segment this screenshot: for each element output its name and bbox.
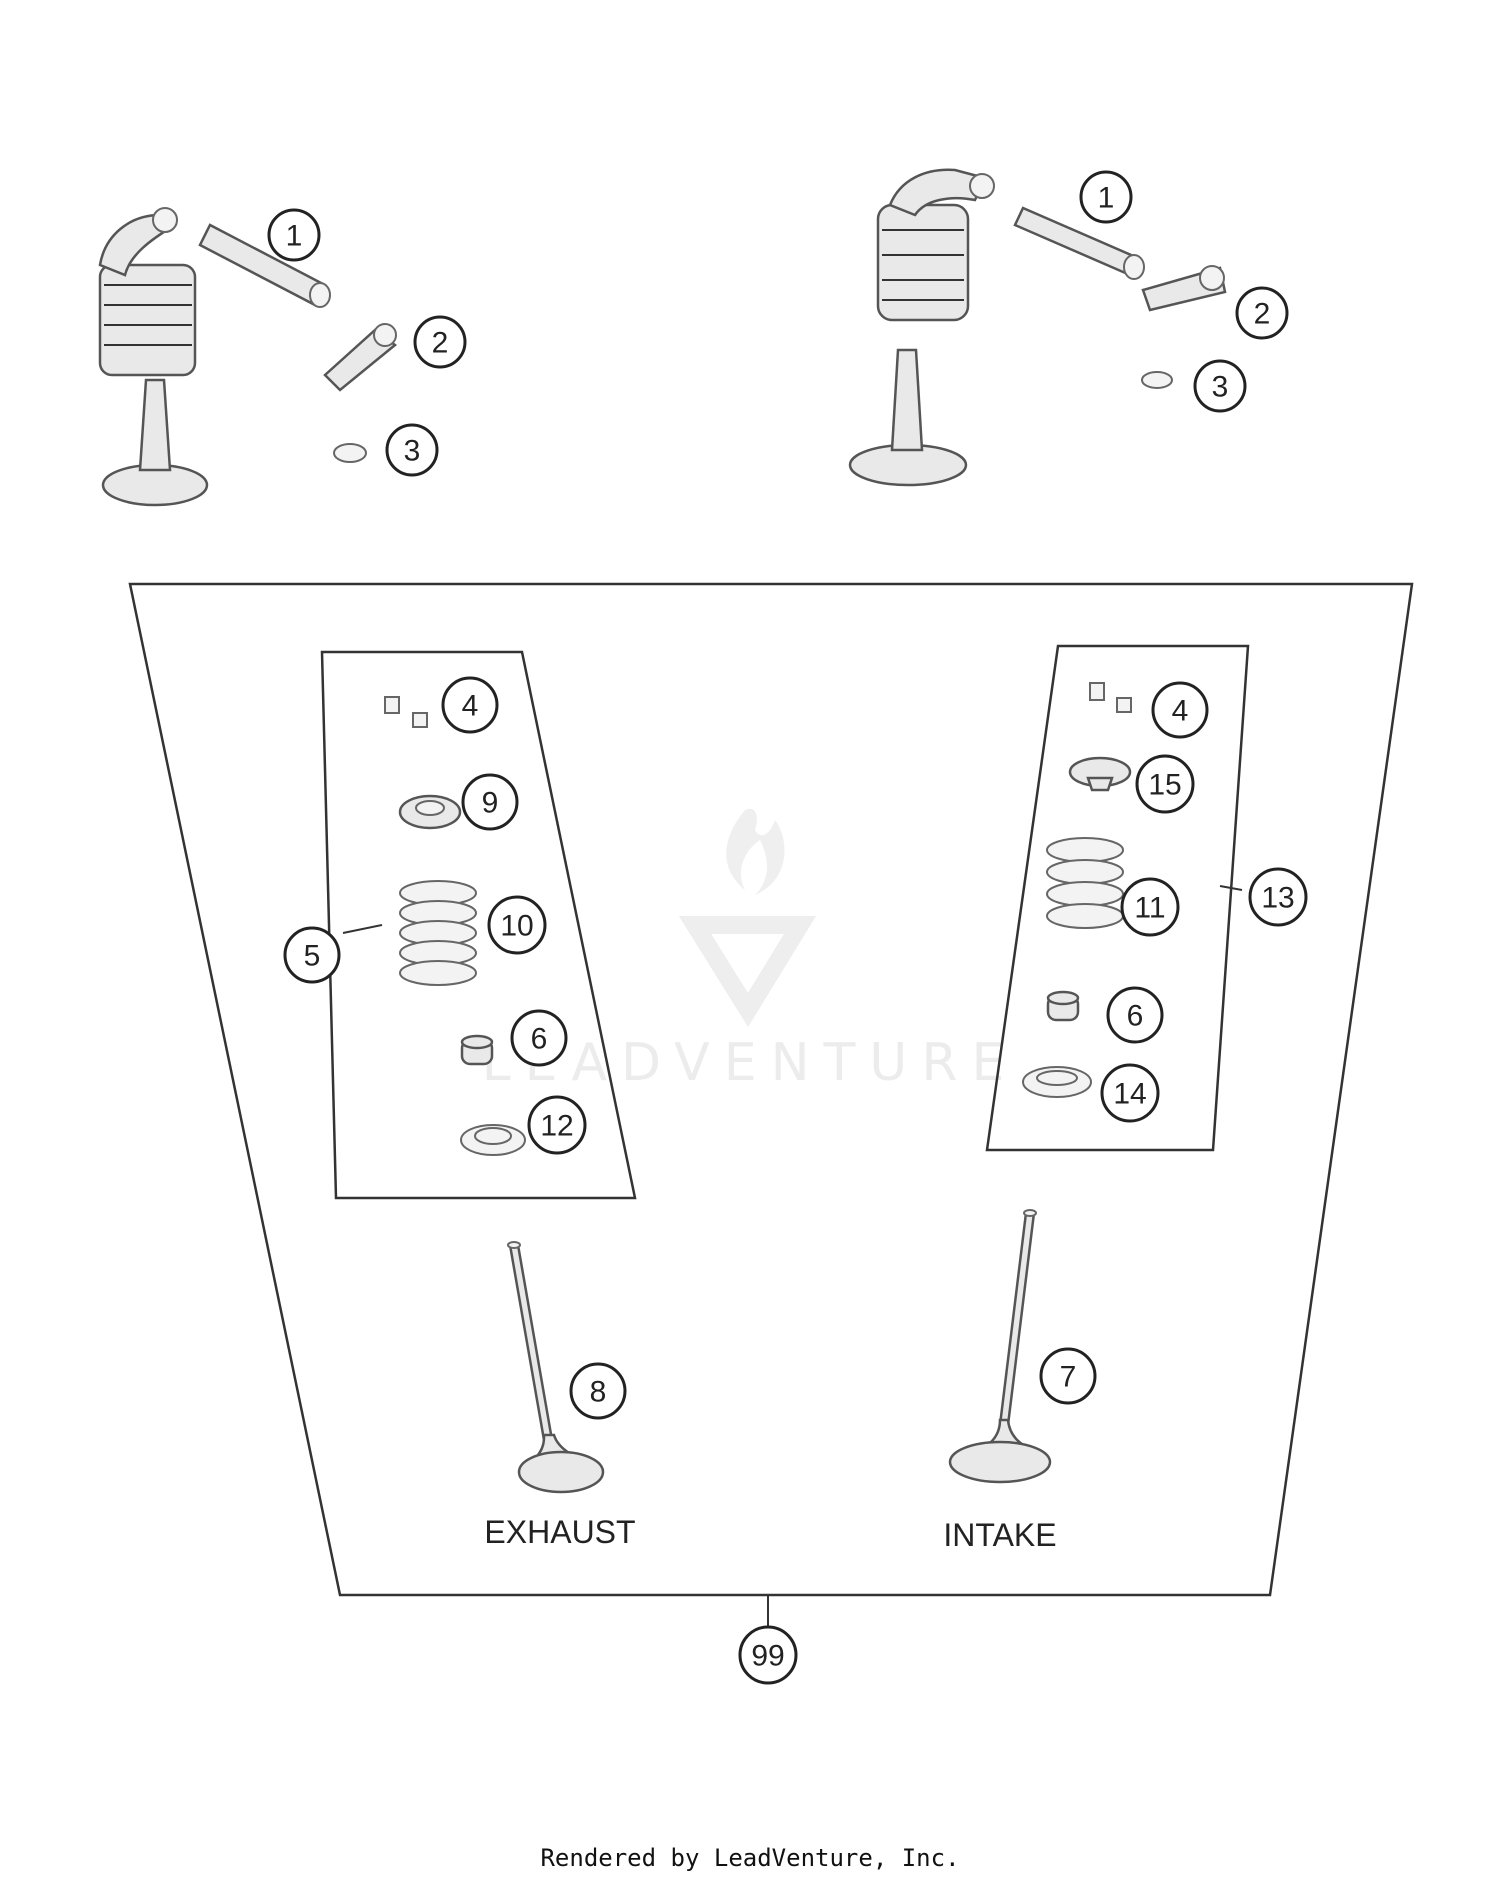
- callout-2-right[interactable]: 2: [1235, 286, 1289, 340]
- callout-3-left[interactable]: 3: [385, 423, 439, 477]
- svg-text:3: 3: [1212, 371, 1229, 404]
- svg-text:5: 5: [304, 940, 321, 973]
- valve-keeper-left-icon: [384, 696, 428, 728]
- svg-text:8: 8: [590, 1376, 607, 1409]
- svg-text:1: 1: [286, 220, 303, 253]
- leader-13: [1219, 885, 1243, 891]
- intake-valve-icon: [948, 1209, 1052, 1484]
- svg-text:10: 10: [500, 910, 533, 943]
- callout-6-left[interactable]: 6: [510, 1009, 568, 1067]
- watermark-text: LEADVENTURE: [482, 1033, 1019, 1093]
- callout-3-right[interactable]: 3: [1193, 359, 1247, 413]
- shim-right-icon: [1141, 371, 1173, 389]
- exhaust-valve-assembly-icon: [98, 207, 209, 507]
- callout-10[interactable]: 10: [487, 895, 547, 955]
- svg-text:12: 12: [540, 1110, 573, 1143]
- callout-4-right[interactable]: 4: [1151, 681, 1209, 739]
- rocker-arm-left-icon: [323, 323, 398, 392]
- valve-stem-seal-left-icon: [460, 1034, 494, 1066]
- callout-2-left[interactable]: 2: [413, 315, 467, 369]
- callout-6-right[interactable]: 6: [1106, 986, 1164, 1044]
- valve-spring-right-icon: [1046, 837, 1124, 929]
- callout-9[interactable]: 9: [461, 773, 519, 831]
- svg-text:7: 7: [1060, 1361, 1077, 1394]
- rocker-arm-right-icon: [1141, 265, 1227, 312]
- intake-label: INTAKE: [943, 1517, 1056, 1553]
- callout-13[interactable]: 13: [1248, 867, 1308, 927]
- svg-text:2: 2: [1254, 298, 1271, 331]
- valve-spring-left-icon: [399, 880, 477, 986]
- rocker-shaft-right-icon: [1013, 206, 1145, 280]
- callout-4-left[interactable]: 4: [441, 676, 499, 734]
- spring-seat-right-icon: [1022, 1066, 1092, 1098]
- leader-5: [342, 924, 383, 934]
- exhaust-valve-icon: [507, 1241, 605, 1494]
- svg-text:13: 13: [1261, 882, 1294, 915]
- callout-5[interactable]: 5: [283, 926, 341, 984]
- svg-text:6: 6: [1127, 1000, 1144, 1033]
- exhaust-label: EXHAUST: [484, 1514, 635, 1550]
- svg-text:15: 15: [1148, 769, 1181, 802]
- callout-8[interactable]: 8: [569, 1362, 627, 1420]
- callout-7[interactable]: 7: [1039, 1347, 1097, 1405]
- svg-text:9: 9: [482, 787, 499, 820]
- callout-1-right[interactable]: 1: [1079, 170, 1133, 224]
- callout-11[interactable]: 11: [1120, 877, 1180, 937]
- watermark-logo-icon: [678, 808, 817, 1028]
- callout-15[interactable]: 15: [1135, 754, 1195, 814]
- callout-99[interactable]: 99: [738, 1625, 798, 1685]
- valve-stem-seal-right-icon: [1046, 990, 1080, 1022]
- svg-text:2: 2: [432, 327, 449, 360]
- shim-left-icon: [333, 443, 367, 463]
- svg-text:1: 1: [1098, 182, 1115, 215]
- spring-retainer-left-icon: [398, 794, 462, 830]
- svg-text:6: 6: [531, 1023, 548, 1056]
- valve-keeper-right-icon: [1089, 682, 1132, 713]
- svg-text:99: 99: [751, 1640, 784, 1673]
- svg-text:11: 11: [1134, 892, 1165, 925]
- rocker-shaft-left-icon: [198, 223, 331, 308]
- exhaust-subkit-frame: [320, 650, 637, 1200]
- callout-12[interactable]: 12: [527, 1095, 587, 1155]
- svg-text:14: 14: [1113, 1078, 1146, 1111]
- spring-retainer-right-icon: [1068, 756, 1132, 792]
- svg-text:3: 3: [404, 435, 421, 468]
- callout-14[interactable]: 14: [1100, 1063, 1160, 1123]
- footer-credit: Rendered by LeadVenture, Inc.: [540, 1844, 959, 1872]
- svg-text:4: 4: [462, 690, 479, 723]
- intake-subkit-frame: [985, 644, 1250, 1152]
- intake-valve-assembly-icon: [848, 168, 995, 487]
- spring-seat-left-icon: [460, 1124, 526, 1156]
- valve-kit-frame: [128, 582, 1414, 1597]
- callout-1-left[interactable]: 1: [267, 208, 321, 262]
- svg-text:4: 4: [1172, 695, 1189, 728]
